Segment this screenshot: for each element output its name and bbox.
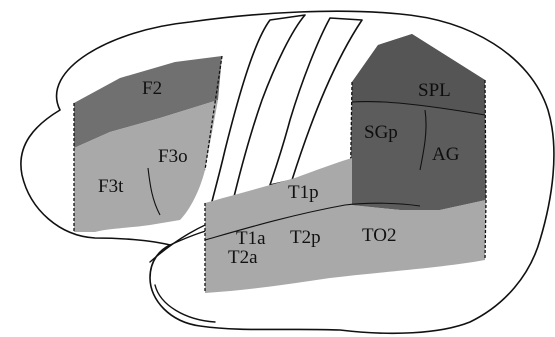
- label-ag: AG: [432, 144, 460, 165]
- label-f3o: F3o: [158, 146, 188, 167]
- label-spl: SPL: [418, 80, 451, 101]
- label-f2: F2: [142, 78, 162, 99]
- label-t1a: T1a: [236, 228, 266, 249]
- label-t1p: T1p: [288, 182, 319, 203]
- label-to2: TO2: [362, 225, 396, 246]
- label-t2p: T2p: [290, 227, 321, 248]
- label-sgp: SGp: [364, 122, 398, 143]
- label-f3t: F3t: [98, 176, 124, 197]
- label-t2a: T2a: [228, 247, 258, 268]
